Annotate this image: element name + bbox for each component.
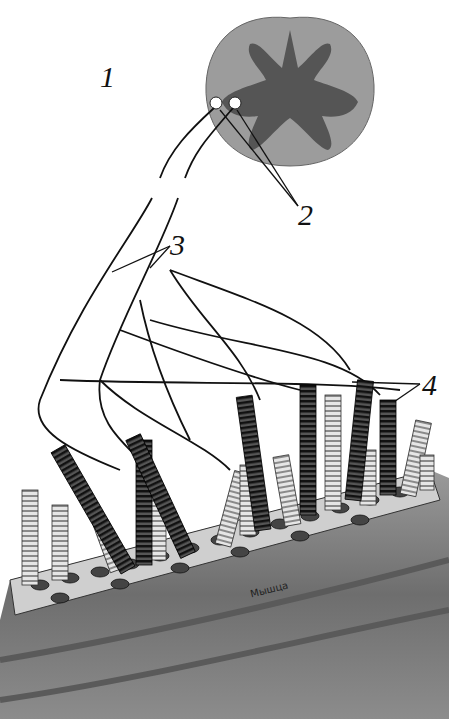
- axons: [38, 108, 400, 470]
- callout-number: 2: [298, 200, 313, 230]
- leader-lines: [220, 110, 298, 206]
- spinal-cord: [206, 17, 374, 166]
- callout-number: 1: [100, 62, 115, 92]
- muscle-block: [0, 470, 449, 719]
- callout-number: 3: [170, 230, 185, 260]
- muscle-fibres: [22, 395, 434, 585]
- innervated-fibres: [51, 380, 396, 574]
- callout-number: 4: [422, 370, 437, 400]
